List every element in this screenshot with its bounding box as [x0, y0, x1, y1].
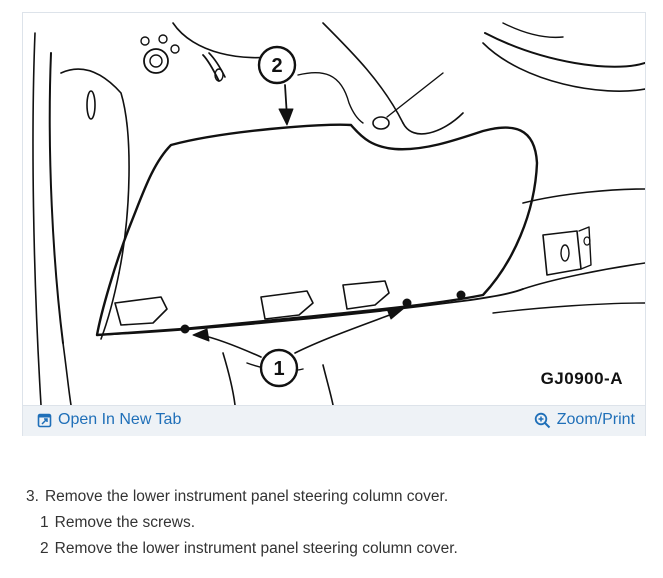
- zoom-icon: [534, 412, 551, 429]
- substep-number: 1: [40, 514, 49, 531]
- callout-2: 2: [257, 45, 297, 85]
- substep-1: 1 Remove the screws.: [26, 513, 636, 539]
- steering-column-cover-diagram: 2 1: [32, 22, 645, 405]
- callout-1-label: 1: [273, 358, 284, 380]
- callout-1: 1: [259, 348, 299, 388]
- figure-code: GJ0900-A: [540, 369, 623, 388]
- substep-text: Remove the lower instrument panel steeri…: [54, 540, 458, 557]
- figure-card: 2 1 GJ0900-A Open In New Tab: [22, 12, 646, 436]
- illustration: 2 1 GJ0900-A: [23, 13, 645, 405]
- zoom-print-link[interactable]: Zoom/Print: [534, 411, 635, 429]
- open-in-new-tab-label: Open In New Tab: [58, 411, 182, 428]
- substep-2: 2 Remove the lower instrument panel steer…: [26, 539, 636, 565]
- step-number: 3.: [26, 488, 39, 505]
- instruction-steps: 3. Remove the lower instrument panel stee…: [26, 487, 636, 565]
- substep-number: 2: [40, 540, 49, 557]
- callout-2-label: 2: [271, 55, 282, 77]
- zoom-print-label: Zoom/Print: [556, 411, 635, 428]
- figure-toolbar: Open In New Tab Zoom/Print: [23, 405, 645, 436]
- open-in-new-tab-icon: [37, 413, 52, 428]
- step-3: 3. Remove the lower instrument panel stee…: [26, 487, 636, 513]
- substep-text: Remove the screws.: [54, 514, 196, 531]
- open-in-new-tab-link[interactable]: Open In New Tab: [37, 411, 181, 429]
- step-text: Remove the lower instrument panel steeri…: [44, 488, 449, 505]
